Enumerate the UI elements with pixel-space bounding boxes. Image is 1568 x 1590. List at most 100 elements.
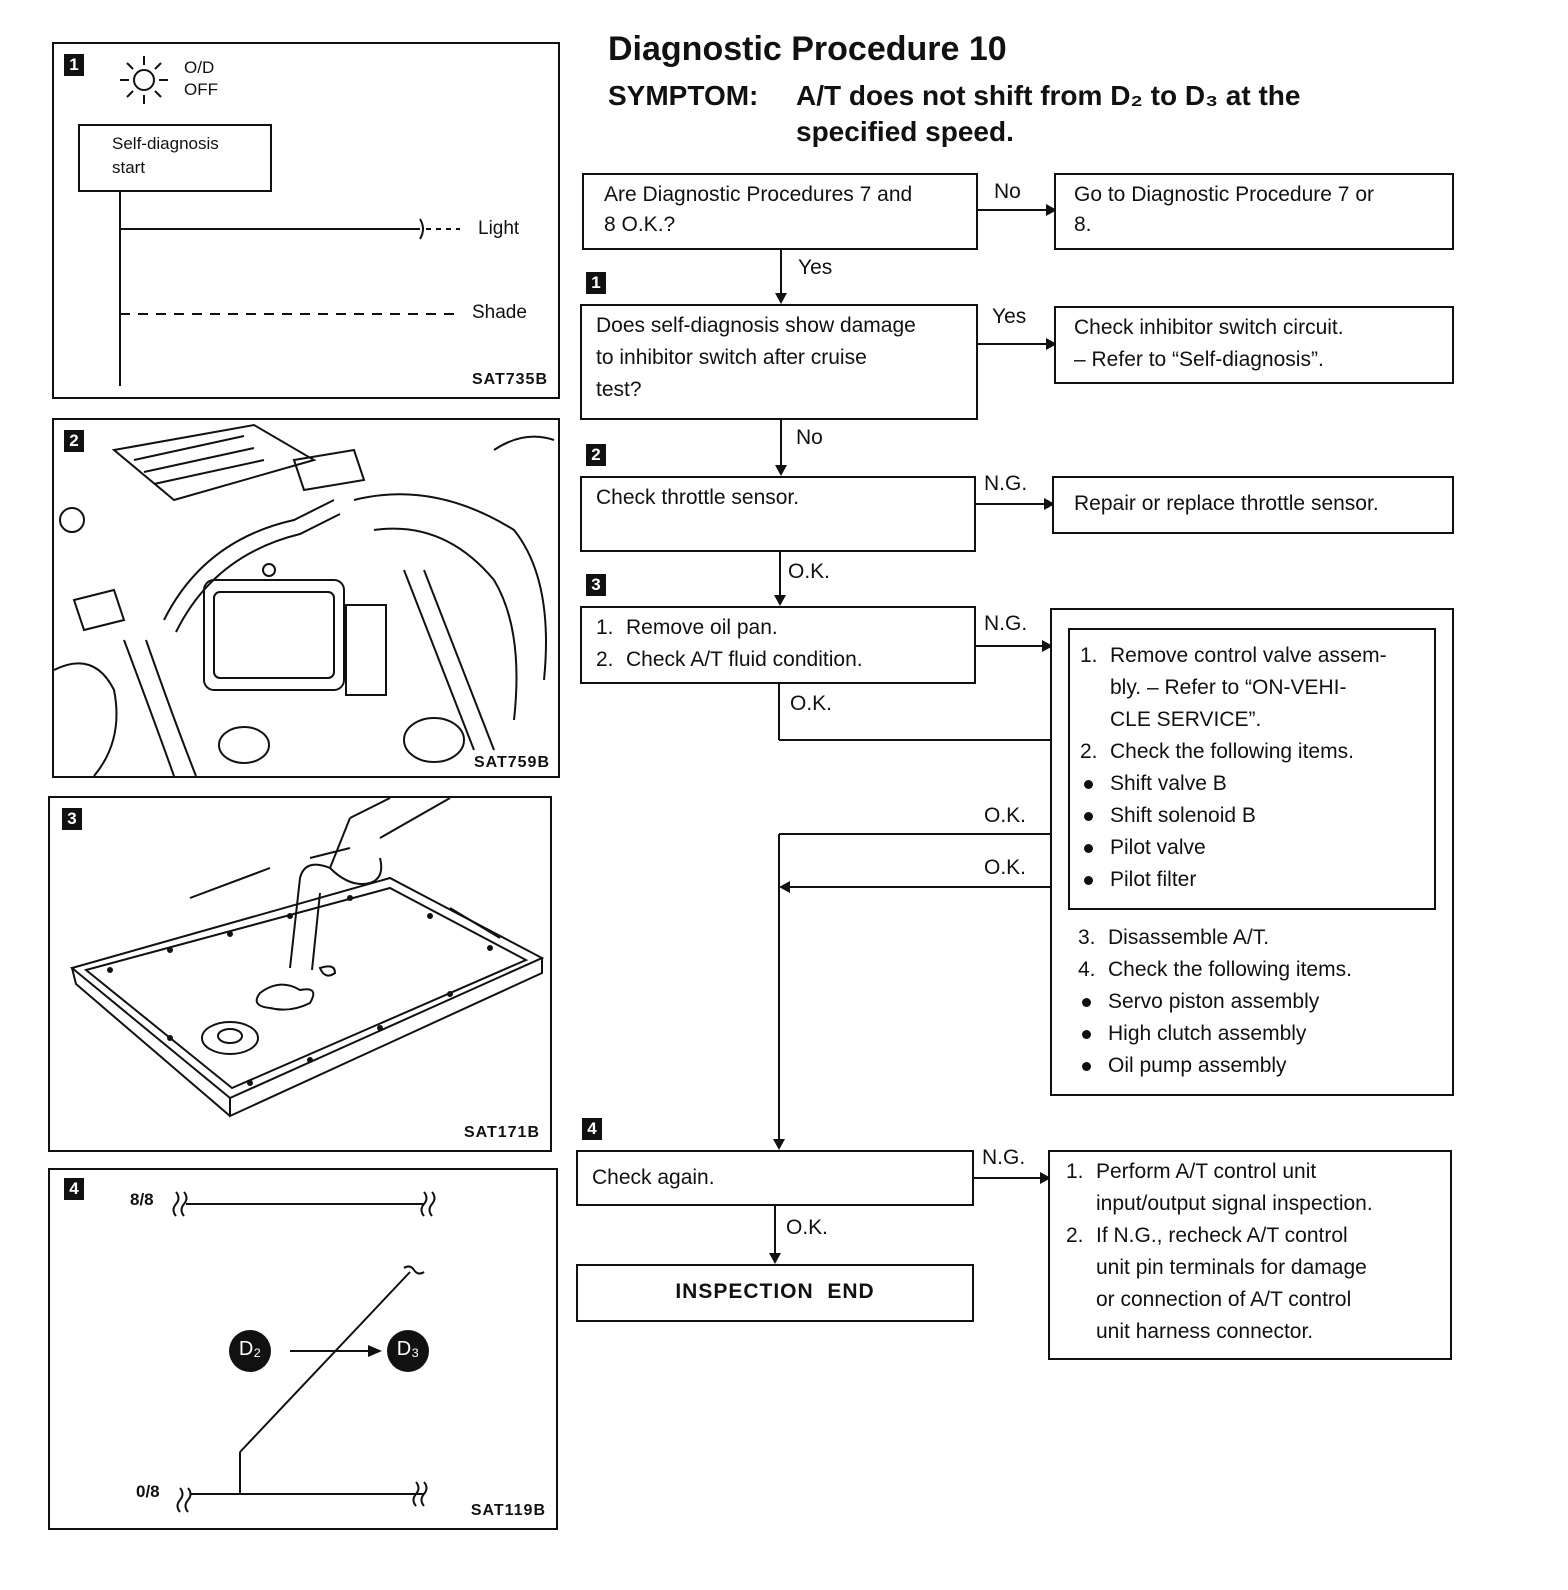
outer-bullet-text: Oil pump assembly [1108,1054,1287,1077]
figure-3-badge: 3 [62,808,82,830]
outer-bullet: Oil pump assembly [1078,1050,1448,1082]
bullet-dot [1082,1030,1091,1039]
big-box-lower-list: 3.Disassemble A/T. 4. Check the following… [1078,922,1448,1082]
check-again-box: Check again. [576,1150,974,1206]
go-to-procedure-7-or-8-box: Go to Diagnostic Procedure 7 or 8. [1054,173,1454,250]
big-item-2: 2.Check the following items. [1080,736,1424,768]
inspection-end-text: INSPECTION END [675,1280,875,1303]
d2-gear-label: D₂ [238,1338,262,1360]
inner-bullet-text: Pilot valve [1110,836,1206,859]
ok-return-label-a: O.K. [984,804,1027,827]
sun-icon [120,56,168,104]
off-label: OFF [184,80,218,99]
check-inhibitor-switch-box: Check inhibitor switch circuit. – Refer … [1054,306,1454,384]
q1-yes-label: Yes [992,305,1027,328]
ng4-item-2-line4: unit harness connector. [1096,1320,1314,1343]
big-item-3: 3.Disassemble A/T. [1078,922,1448,954]
bullet-dot [1082,998,1091,1007]
figure-2-code: SAT759B [471,754,552,772]
big-item-3-num: 3. [1078,926,1096,949]
bottom-throttle-label: 0/8 [136,1482,160,1501]
big-item-1-line1: Remove control valve assem- [1110,644,1387,667]
inner-bullet: Shift solenoid B [1080,800,1424,832]
q1-line2: to inhibitor switch after cruise [596,346,867,369]
ng4-item-1-line1: Perform A/T control unit [1096,1160,1317,1183]
figure-4-code: SAT119B [470,1502,546,1519]
big-item-4-num: 4. [1078,958,1096,981]
top-throttle-label: 8/8 [130,1190,154,1209]
page-title: Diagnostic Procedure 10 [608,30,1007,68]
bullet-dot [1084,780,1093,789]
big-item-4: 4. Check the following items. [1078,954,1448,986]
outer-bullet: High clutch assembly [1078,1018,1448,1050]
big-item-1: 1. Remove control valve assem- bly. – Re… [1080,640,1424,736]
q3-item-2-num: 2. [596,648,614,671]
inner-bullet-text: Shift valve B [1110,772,1227,795]
question-self-diagnosis-inhibitor: Does self-diagnosis show damage to inhib… [580,304,978,420]
figure-3-panel: 3 SAT171B [48,796,552,1152]
repair-throttle-sensor-box: Repair or replace throttle sensor. [1052,476,1454,534]
d3-gear-label: D₃ [396,1338,420,1360]
check-throttle-sensor-box: Check throttle sensor. [580,476,976,552]
ng4-item-2-line1: If N.G., recheck A/T control [1096,1224,1348,1247]
outer-bullet-text: Servo piston assembly [1108,990,1320,1013]
q1-line3: test? [596,378,642,401]
figure-1-panel: 1 O/D OFF Self-diagnosis start Light Sha… [52,42,560,399]
q2-text: Check throttle sensor. [596,486,800,509]
bullet-dot [1084,812,1093,821]
q2-ng-text: Repair or replace throttle sensor. [1074,492,1379,515]
step-4-badge: 4 [582,1118,602,1140]
big-item-1-line2: bly. – Refer to “ON-VEHI- [1110,676,1347,699]
inner-bullet: Shift valve B [1080,768,1424,800]
q4-ng-label: N.G. [982,1146,1026,1169]
control-valve-inner-box: 1. Remove control valve assem- bly. – Re… [1068,628,1436,910]
ng4-item-2-line2: unit pin terminals for damage [1096,1256,1367,1279]
q3-item-2-text: Check A/T fluid condition. [626,648,863,671]
figure-2-panel: 2 SAT759B [52,418,560,778]
q0-no-line2: 8. [1074,213,1092,236]
q2-ng-label: N.G. [984,472,1028,495]
q3-ng-label: N.G. [984,612,1028,635]
q0-yes-label: Yes [798,256,833,279]
shade-label: Shade [472,302,527,323]
q1-line1: Does self-diagnosis show damage [596,314,916,337]
figure-4-badge: 4 [64,1178,84,1200]
perform-control-unit-inspection-box: 1. Perform A/T control unit input/output… [1048,1150,1452,1360]
inner-bullet: Pilot filter [1080,864,1424,896]
q4-text: Check again. [592,1166,715,1189]
inner-bullet-text: Pilot filter [1110,868,1197,891]
outer-bullet-text: High clutch assembly [1108,1022,1307,1045]
ng4-item-2-line3: or connection of A/T control [1096,1288,1352,1311]
ng4-item-1-num: 1. [1066,1160,1084,1183]
symptom-label: SYMPTOM: [608,80,759,111]
question-procedures-7-8-ok: Are Diagnostic Procedures 7 and 8 O.K.? [582,173,978,250]
q0-no-label: No [994,180,1021,203]
light-label: Light [478,218,520,239]
signal-diagram [119,192,460,386]
throttle-sensor-illustration [54,423,555,776]
self-diagnosis-start-box: Self-diagnosis start [78,124,272,192]
od-label: O/D [184,58,215,77]
ng4-item-2-num: 2. [1066,1224,1084,1247]
bullet-dot [1084,844,1093,853]
big-item-1-line3: CLE SERVICE”. [1110,708,1262,731]
self-diagnosis-line2: start [112,158,146,177]
q3-ok-label: O.K. [790,692,833,715]
self-diagnosis-line1: Self-diagnosis [112,134,219,153]
q3-item-1-num: 1. [596,616,614,639]
step-3-badge: 3 [586,574,606,596]
step-2-badge: 2 [586,444,606,466]
figure-2-badge: 2 [64,430,84,452]
q0-line2: 8 O.K.? [604,213,676,236]
ok-return-label-b: O.K. [984,856,1027,879]
big-item-4-text: Check the following items. [1108,958,1352,981]
ng4-item-2: 2. If N.G., recheck A/T control unit pin… [1066,1220,1442,1348]
big-item-1-num: 1. [1080,644,1098,667]
q2-ok-label: O.K. [788,560,831,583]
q3-item-2: 2. Check A/T fluid condition. [596,644,960,676]
q1-yes-line2: – Refer to “Self-diagnosis”. [1074,348,1324,371]
q0-no-line1: Go to Diagnostic Procedure 7 or [1074,183,1374,206]
oil-pan-illustration [69,798,545,1118]
figure-4-panel: 4 8/8 0/8 D₂ D₃ SAT119B [48,1168,558,1530]
